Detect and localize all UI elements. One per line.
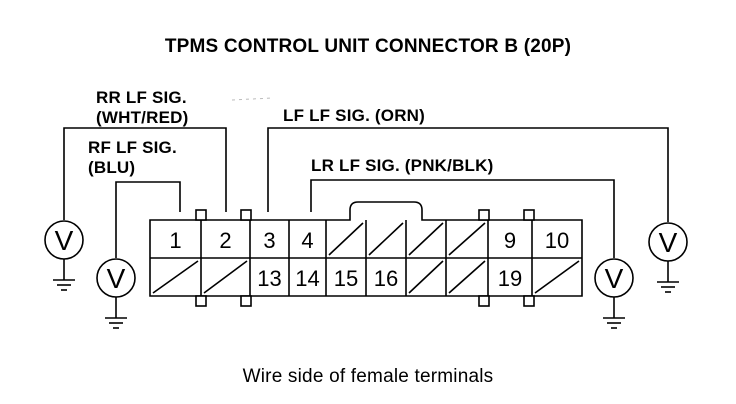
pin-number: 13: [257, 266, 281, 291]
rr-wire-color: (WHT/RED): [96, 108, 189, 127]
rf-signal-label: RF LF SIG. (BLU): [88, 138, 177, 178]
voltmeter-symbol: V: [605, 263, 624, 294]
unused-cavity-slash: [408, 260, 444, 294]
pin-number: 19: [498, 266, 522, 291]
pin-numbers-top: 1 2 3 4 9 10: [169, 228, 569, 253]
voltmeter-symbol: V: [107, 263, 126, 294]
rf-wire-color: (BLU): [88, 158, 136, 177]
unused-cavity-slash: [368, 222, 404, 256]
voltmeter-icon: V: [648, 222, 688, 293]
rr-wire: [63, 127, 227, 220]
pin-number: 3: [263, 228, 275, 253]
rr-signal-name: RR LF SIG.: [96, 88, 187, 107]
unused-cavity-slash: [408, 222, 444, 256]
unused-cavity-slash: [534, 260, 580, 294]
connector-housing: [149, 201, 583, 297]
pin-number: 2: [219, 228, 231, 253]
stray-mark: [231, 97, 273, 101]
voltmeter-group: V V V V: [44, 220, 688, 329]
rr-signal-label: RR LF SIG. (WHT/RED): [96, 88, 188, 128]
pin-numbers-bottom: 13 14 15 16 19: [257, 266, 522, 291]
ground-icon: [53, 279, 75, 291]
connector-cell-dividers: [200, 220, 533, 296]
diagram-title: TPMS CONTROL UNIT CONNECTOR B (20P): [164, 36, 572, 57]
ground-icon: [603, 317, 625, 329]
unused-cavity-slash: [152, 260, 199, 294]
pin-number: 1: [169, 228, 181, 253]
pin-number: 10: [545, 228, 569, 253]
unused-cavity-slash: [448, 260, 486, 294]
voltmeter-icon: V: [96, 258, 136, 329]
ground-icon: [105, 317, 127, 329]
pin-number: 14: [295, 266, 319, 291]
voltmeter-icon: V: [44, 220, 84, 291]
voltmeter-icon: V: [594, 258, 634, 329]
pin-number: 9: [504, 228, 516, 253]
pin-number: 4: [301, 228, 313, 253]
unused-cavity-slash: [328, 222, 364, 256]
unused-cavity-slash: [448, 222, 486, 256]
lr-wire: [310, 179, 615, 258]
lr-signal-label: LR LF SIG. (PNK/BLK): [311, 156, 494, 175]
rf-signal-name: RF LF SIG.: [88, 138, 177, 157]
diagram-caption: Wire side of female terminals: [242, 366, 494, 387]
lf-wire: [267, 127, 669, 222]
connector-tabs: [195, 209, 535, 307]
unused-cavity-marks: [152, 222, 580, 294]
rf-wire: [115, 181, 181, 258]
unused-cavity-slash: [203, 260, 248, 294]
pin-number: 15: [334, 266, 358, 291]
lf-signal-label: LF LF SIG. (ORN): [283, 106, 426, 125]
pin-number: 16: [374, 266, 398, 291]
voltmeter-symbol: V: [55, 225, 74, 256]
ground-icon: [657, 281, 679, 293]
voltmeter-symbol: V: [659, 227, 678, 258]
